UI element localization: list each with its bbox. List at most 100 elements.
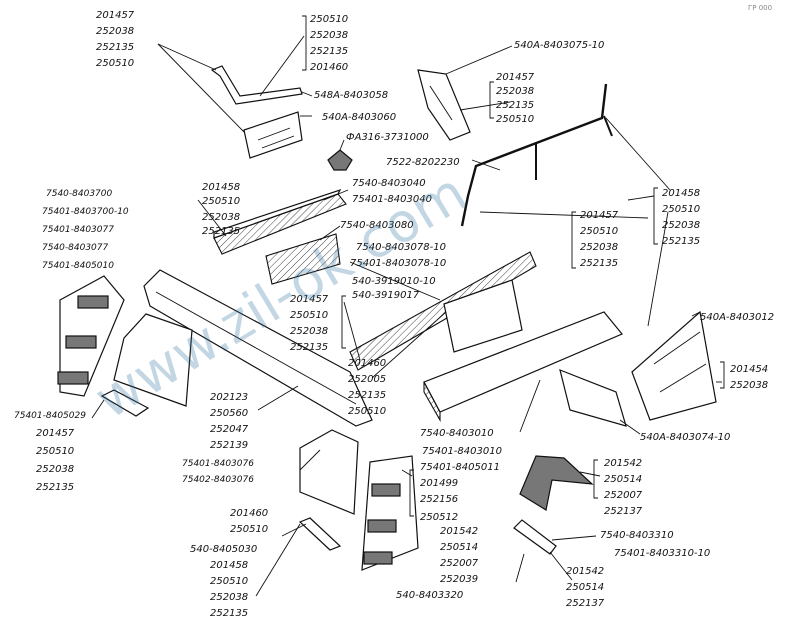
label-g18-b: 250514 [566,582,604,593]
label-7540-8403077: 7540-8403077 [42,243,109,253]
label-g14-c: 252007 [604,490,643,501]
label-g17-d: 252135 [210,608,248,619]
label-g3-a: 201457 [496,72,535,83]
label-g18-a: 201542 [566,566,604,577]
label-75401-8403078: 75401-8403078-10 [350,258,446,269]
label-g16-d: 252039 [440,574,478,585]
label-g6-c: 252038 [290,326,328,337]
label-g8-a: 201458 [662,188,700,199]
label-g9-b: 252038 [730,380,768,391]
label-g13-a: 201499 [420,478,458,489]
label-7540-8403080: 7540-8403080 [340,220,414,231]
label-g7-b: 250510 [580,226,618,237]
label-g1-a: 201457 [96,10,135,21]
label-g8-d: 252135 [662,236,700,247]
label-75401-8403040: 75401-8403040 [352,194,432,205]
label-g6-b: 250510 [290,310,328,321]
label-g15-a: 201460 [230,508,268,519]
label-g17-c: 252038 [210,592,248,603]
label-g1-d: 250510 [96,58,134,69]
label-g18-c: 252137 [566,598,605,609]
label-g10-b: 252005 [348,374,386,385]
label-g15-b: 250510 [230,524,268,535]
side-plate-right [631,310,717,421]
mudguard-right [559,369,627,427]
label-548a-8403058: 548А-8403058 [314,90,388,101]
label-g4-b: 250510 [202,196,240,207]
label-540-8405030: 540-8405030 [190,544,257,555]
label-g7-c: 252038 [580,242,618,253]
label-g7-d: 252135 [580,258,618,269]
label-g14-d: 252137 [604,506,643,517]
label-g11-c: 252047 [210,424,249,435]
label-g9-a: 201454 [730,364,768,375]
label-g3-c: 252135 [496,100,534,111]
label-7522-8202230: 7522-8202230 [386,157,460,168]
label-g3-d: 250510 [496,114,534,125]
label-g2-c: 252135 [310,46,348,57]
leader-lines [91,35,722,597]
label-7540-8403700: 7540-8403700 [46,189,113,199]
label-g1-b: 252038 [96,26,134,37]
label-540a-8403075: 540А-8403075-10 [514,40,604,51]
label-g17-b: 250510 [210,576,248,587]
label-75401-8405010: 75401-8405010 [42,261,114,271]
fender-panel-left [113,313,193,407]
label-g16-b: 250514 [440,542,478,553]
label-7540-8403040: 7540-8403040 [352,178,426,189]
rod-bottom [298,517,342,551]
label-g10-c: 252135 [348,390,386,401]
label-g14-a: 201542 [604,458,642,469]
channel-long [349,251,537,371]
label-g4-a: 201458 [202,182,240,193]
label-75401-8403310: 75401-8403310-10 [614,548,710,559]
label-fa316-3731000: ФА316-3731000 [346,132,429,143]
label-g11-b: 250560 [210,408,248,419]
label-g11-d: 252139 [210,440,248,451]
cover-strip [265,233,341,285]
lamp [327,149,353,171]
label-g3-b: 252038 [496,86,534,97]
label-g10-a: 201460 [348,358,386,369]
step-bracket [519,455,594,511]
label-g14-b: 250514 [604,474,642,485]
corner-mark: ГР 000 [748,4,772,12]
battery-box [443,279,523,353]
label-g7-a: 201457 [580,210,619,221]
label-g4-c: 252038 [202,212,240,223]
bracket-small-left [100,389,150,417]
label-540a-8403060: 540А-8403060 [322,112,396,123]
label-g6-a: 201457 [290,294,329,305]
label-75401-8405011: 75401-8405011 [420,462,500,473]
label-g12-d: 252135 [36,482,74,493]
label-540-8403320: 540-8403320 [396,590,463,601]
label-g4-d: 252135 [202,226,240,237]
label-g2-b: 252038 [310,30,348,41]
handrail [460,83,608,227]
label-g17-a: 201458 [210,560,248,571]
label-g16-c: 252007 [440,558,479,569]
label-7540-8403310: 7540-8403310 [600,530,674,541]
label-g8-b: 250510 [662,204,700,215]
label-7540-8403078: 7540-8403078-10 [356,242,446,253]
label-75401-8405029: 75401-8405029 [14,411,86,421]
ladder-center [361,455,419,571]
label-g13-b: 252156 [420,494,458,505]
label-7540-8403010: 7540-8403010 [420,428,494,439]
side-plate-top [417,69,471,141]
label-g1-c: 252135 [96,42,134,53]
label-g2-d: 201460 [310,62,348,73]
label-75401-8403700: 75401-8403700-10 [42,207,129,217]
label-540a-8403074: 540А-8403074-10 [640,432,730,443]
label-g13-c: 250512 [420,512,458,523]
ladder-left [57,275,125,397]
label-540-3919010: 540-3919010-10 [352,276,436,287]
bracket-l-shaped [210,65,303,105]
label-g12-a: 201457 [36,428,75,439]
label-75401-8403010: 75401-8403010 [422,446,502,457]
label-g6-d: 252135 [290,342,328,353]
label-75402-8403076: 75402-8403076 [182,475,254,485]
label-75401-8403077: 75401-8403077 [42,225,114,235]
frame-rail [143,269,373,427]
